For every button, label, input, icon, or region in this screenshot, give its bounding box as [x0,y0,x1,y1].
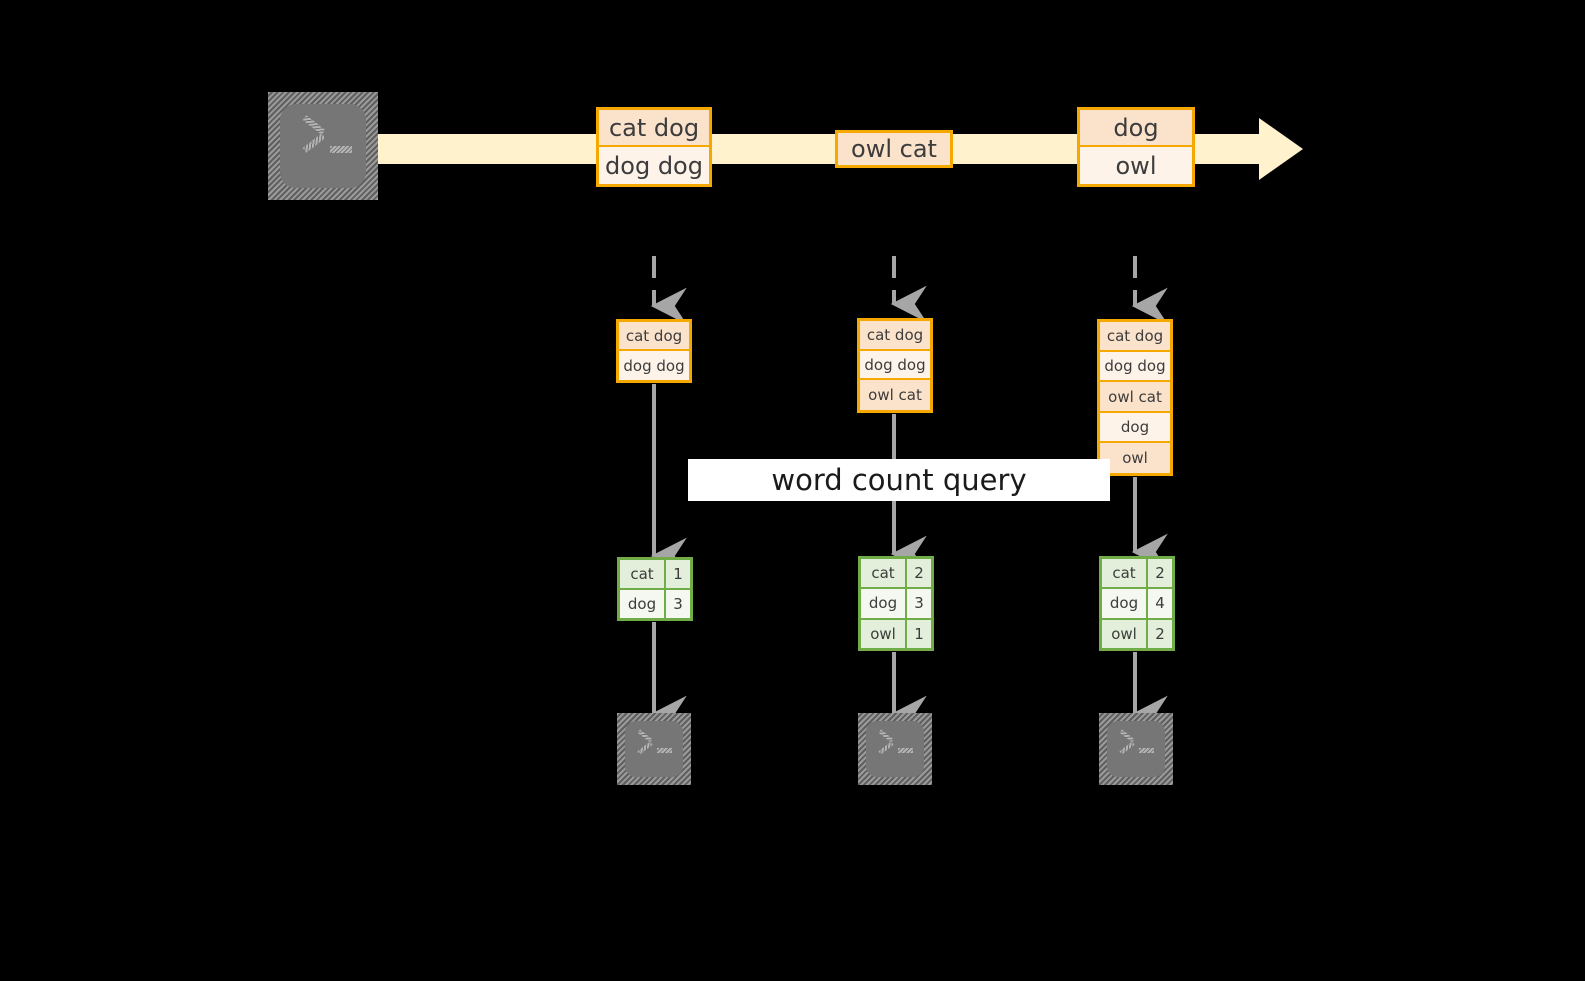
snapshot-input-line: cat dog [619,322,689,352]
stream-event-line: dog dog [599,147,709,184]
snapshot-input-box: cat dog dog dog owl cat dog owl [1097,319,1173,476]
snapshot-input-line: owl cat [860,380,930,411]
source-terminal-icon [268,92,378,200]
snapshot-input-line: dog [1100,412,1170,443]
result-table: cat 2 dog 3 owl 1 [858,556,934,651]
result-count: 1 [907,619,931,648]
stream-event-box: dog owl [1077,107,1195,187]
table-row: dog 3 [861,589,931,620]
snapshot-input-line: dog dog [1100,352,1170,383]
result-word: cat [1102,559,1148,588]
terminal-prompt-underscore-icon [1139,748,1154,753]
snapshot-input-box: cat dog dog dog [616,319,692,383]
terminal-screen [866,721,924,777]
result-count: 1 [666,560,690,588]
table-row: dog 4 [1102,589,1172,620]
stream-event-line: owl cat [838,133,950,165]
snapshot-input-box: cat dog dog dog owl cat [857,318,933,413]
table-row: cat 2 [861,559,931,590]
table-row: owl 2 [1102,619,1172,648]
stream-event-box: owl cat [835,130,953,168]
snapshot-tap-lines [650,256,1168,325]
terminal-screen [1107,721,1165,777]
result-word: dog [620,590,666,618]
table-row: cat 2 [1102,559,1172,590]
terminal-screen [280,104,366,188]
result-word: dog [861,589,907,618]
result-count: 2 [1148,559,1172,588]
terminal-screen [625,721,683,777]
stream-event-line: dog [1080,110,1192,148]
sink-terminal-icon [858,713,932,785]
result-count: 4 [1148,589,1172,618]
terminal-prompt-underscore-icon [898,748,913,753]
snapshot-input-line: dog dog [860,350,930,381]
table-row: cat 1 [620,560,690,590]
snapshot-input-line: dog dog [619,351,689,380]
result-count: 3 [666,590,690,618]
result-word: cat [861,559,907,588]
result-table: cat 1 dog 3 [617,557,693,621]
result-word: owl [1102,619,1148,648]
snapshot-input-line: cat dog [1100,322,1170,353]
table-row: owl 1 [861,619,931,648]
result-word: owl [861,619,907,648]
result-count: 3 [907,589,931,618]
query-label-text: word count query [771,463,1027,497]
stream-event-box: cat dog dog dog [596,107,712,187]
result-table: cat 2 dog 4 owl 2 [1099,556,1175,651]
query-label: word count query [688,459,1110,501]
sink-terminal-icon [1099,713,1173,785]
stream-event-line: cat dog [599,110,709,148]
terminal-prompt-underscore-icon [330,146,352,153]
snapshot-input-line: owl [1100,442,1170,473]
snapshot-input-line: cat dog [860,321,930,351]
table-row: dog 3 [620,590,690,618]
result-count: 2 [907,559,931,588]
snapshot-input-line: owl cat [1100,382,1170,413]
result-word: cat [620,560,666,588]
result-count: 2 [1148,619,1172,648]
stream-event-line: owl [1080,147,1192,184]
terminal-prompt-underscore-icon [657,748,672,753]
result-word: dog [1102,589,1148,618]
sink-terminal-icon [617,713,691,785]
